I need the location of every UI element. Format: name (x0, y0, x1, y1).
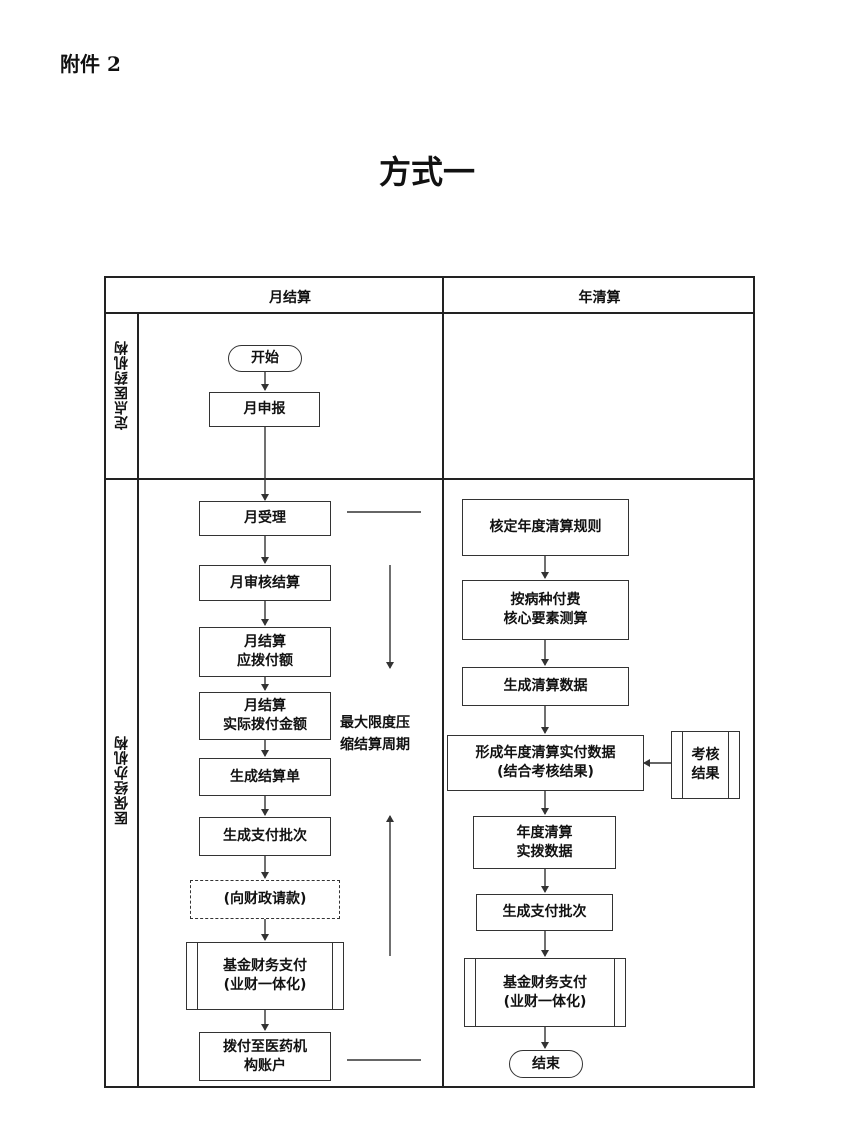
annual-actual-data-box: 年度清算 实拨数据 (473, 816, 616, 869)
gen-payment-batch-box: 生成支付批次 (476, 894, 613, 931)
header-divider (104, 312, 755, 314)
column-header-monthly: 月结算 (269, 290, 311, 306)
attachment-label: 附件 2 (60, 52, 121, 76)
month-audit-box: 月审核结算 (199, 565, 331, 601)
lane-divider (104, 478, 755, 480)
month-payable-box: 月结算 应拨付额 (199, 627, 331, 677)
start-node: 开始 (228, 345, 302, 372)
request-funds-box: (向财政请款) (190, 880, 340, 919)
gen-batch-box: 生成支付批次 (199, 817, 331, 856)
annual-fund-payment-box: 基金财务支付 (业财一体化) (464, 958, 626, 1027)
gen-clearing-data-box: 生成清算数据 (462, 667, 629, 706)
lane-label-divider (137, 313, 139, 1088)
transfer-account-box: 拨付至医药机 构账户 (199, 1032, 331, 1081)
core-calc-box: 按病种付费 核心要素测算 (462, 580, 629, 640)
column-header-annual: 年清算 (578, 290, 621, 306)
gen-statement-box: 生成结算单 (199, 758, 331, 796)
flowchart-frame (104, 276, 755, 1088)
cycle-note: 最大限度压 缩结算周期 (340, 715, 410, 753)
clearing-rules-box: 核定年度清算规则 (462, 499, 629, 556)
end-node: 结束 (509, 1050, 583, 1078)
form-clearing-data-box: 形成年度清算实付数据 (结合考核结果) (447, 735, 644, 791)
column-divider (442, 276, 444, 1088)
assessment-result-box: 考核 结果 (671, 731, 740, 799)
page-title: 方式一 (378, 153, 475, 191)
month-actual-box: 月结算 实际拨付金额 (199, 692, 331, 740)
month-accept-box: 月受理 (199, 501, 331, 536)
month-report-box: 月申报 (209, 392, 320, 427)
fund-payment-box: 基金财务支付 (业财一体化) (186, 942, 344, 1010)
